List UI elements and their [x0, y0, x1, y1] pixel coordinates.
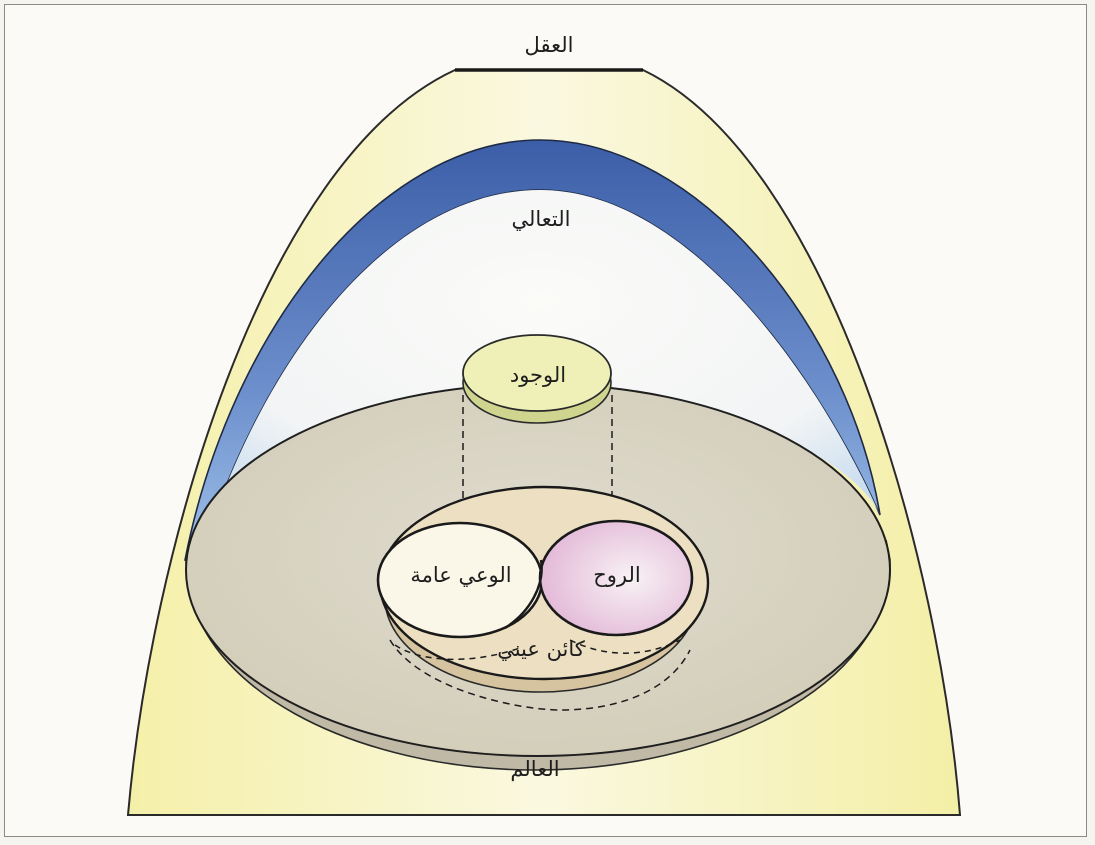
label-transcendence: التعالي — [511, 207, 570, 231]
label-consciousness: الوعي عامة — [410, 563, 511, 587]
label-existent: كائن عيني — [497, 637, 585, 661]
label-world: العالم — [510, 757, 559, 782]
label-intellect: العقل — [525, 33, 574, 57]
label-spirit: الروح — [593, 563, 641, 587]
label-being: الوجود — [510, 363, 566, 387]
